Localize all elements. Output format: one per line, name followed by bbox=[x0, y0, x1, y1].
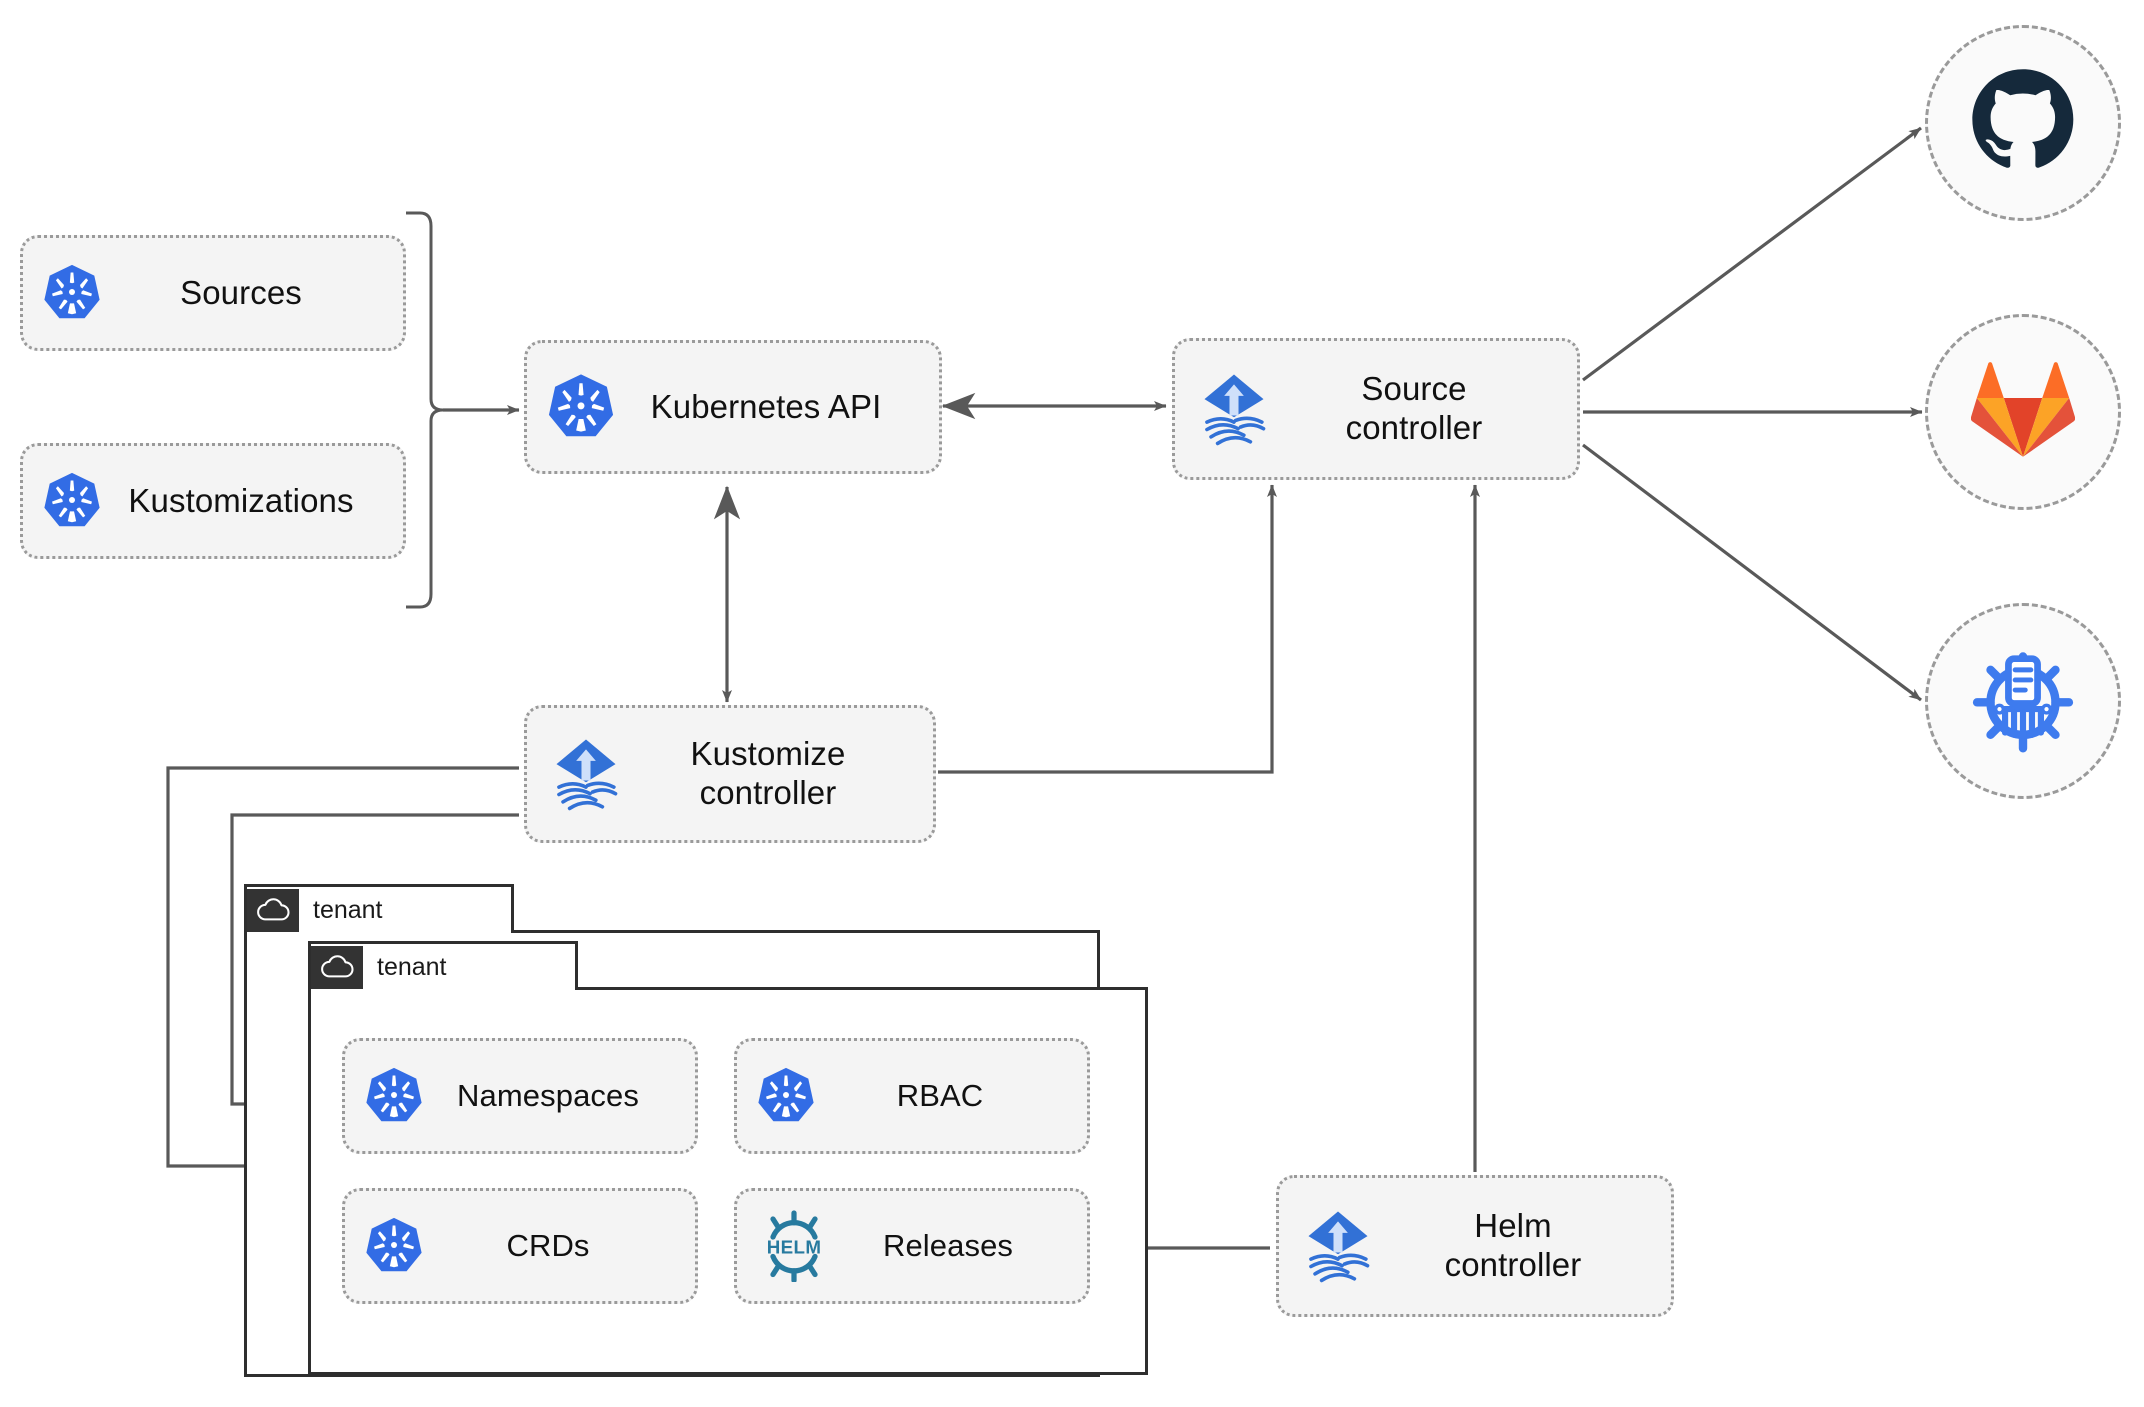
tenant-front-tab[interactable]: tenant bbox=[308, 941, 578, 990]
node-label: Kustomizations bbox=[128, 481, 354, 519]
node-namespaces[interactable]: Namespaces bbox=[342, 1038, 698, 1154]
tenant-back-tab[interactable]: tenant bbox=[244, 884, 514, 933]
node-rbac[interactable]: RBAC bbox=[734, 1038, 1090, 1154]
node-label: Kustomize controller bbox=[690, 735, 846, 811]
kubernetes-icon bbox=[755, 1065, 817, 1127]
kubernetes-icon bbox=[545, 371, 617, 443]
kubernetes-icon bbox=[41, 470, 103, 532]
flux-icon bbox=[1193, 368, 1275, 450]
flux-icon bbox=[545, 733, 627, 815]
provider-helm-repository[interactable] bbox=[1925, 603, 2121, 799]
kubernetes-icon bbox=[363, 1215, 425, 1277]
node-kustomizations[interactable]: Kustomizations bbox=[20, 443, 406, 559]
node-label: RBAC bbox=[896, 1077, 984, 1113]
wire-kustomizecontroller-sourcecontroller bbox=[938, 484, 1277, 774]
helm-icon: HELM bbox=[755, 1210, 833, 1282]
node-label: CRDs bbox=[506, 1227, 590, 1263]
helm-repository-icon bbox=[1967, 643, 2079, 760]
node-label: Releases bbox=[882, 1227, 1014, 1263]
flux-icon bbox=[1297, 1205, 1379, 1287]
tenant-front-body: Namespaces bbox=[311, 990, 1145, 1372]
node-kubernetes-api[interactable]: Kubernetes API bbox=[524, 340, 942, 474]
cloud-icon bbox=[311, 945, 363, 989]
node-label: Source controller bbox=[1345, 370, 1483, 446]
kubernetes-icon bbox=[363, 1065, 425, 1127]
node-label: Helm controller bbox=[1444, 1207, 1582, 1283]
node-releases[interactable]: HELM Releases bbox=[734, 1188, 1090, 1304]
node-helm-controller[interactable]: Helm controller bbox=[1276, 1175, 1674, 1317]
node-label: Namespaces bbox=[457, 1077, 639, 1113]
kubernetes-icon bbox=[41, 262, 103, 324]
cloud-icon bbox=[247, 888, 299, 932]
tenant-back-label: tenant bbox=[313, 895, 383, 924]
provider-github[interactable] bbox=[1925, 25, 2121, 221]
node-label: Sources bbox=[180, 273, 302, 311]
node-kustomize-controller[interactable]: Kustomize controller bbox=[524, 705, 936, 843]
provider-gitlab[interactable] bbox=[1925, 314, 2121, 510]
gitlab-icon bbox=[1970, 361, 2076, 464]
node-source-controller[interactable]: Source controller bbox=[1172, 338, 1580, 480]
github-icon bbox=[1969, 67, 2077, 180]
tenant-front[interactable]: tenant bbox=[308, 941, 1148, 1375]
node-sources[interactable]: Sources bbox=[20, 235, 406, 351]
node-crds[interactable]: CRDs bbox=[342, 1188, 698, 1304]
wire-sourcecontroller-github bbox=[1582, 126, 1922, 382]
tenant-front-label: tenant bbox=[377, 952, 447, 981]
wire-sourcecontroller-helmrepository bbox=[1582, 443, 1922, 702]
wire-resources-bracket bbox=[406, 211, 520, 609]
svg-text:HELM: HELM bbox=[767, 1237, 822, 1258]
node-label: Kubernetes API bbox=[650, 387, 882, 425]
